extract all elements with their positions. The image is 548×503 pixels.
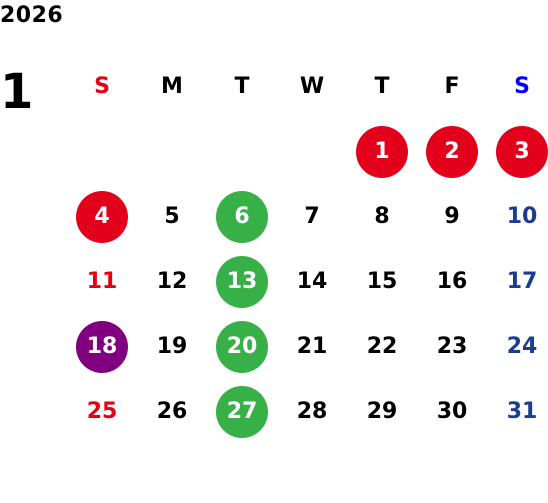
day-cell-5[interactable]: 5 (137, 184, 207, 249)
day-cell-8[interactable]: 8 (347, 184, 417, 249)
day-cell-16[interactable]: 16 (417, 249, 487, 314)
day-cell-27[interactable]: 27 (207, 379, 277, 444)
weekday-header-wednesday: W (299, 74, 325, 99)
weekday-header-friday: F (444, 74, 460, 99)
day-number: 10 (506, 204, 538, 229)
day-cell-2[interactable]: 2 (417, 119, 487, 184)
day-number: 26 (156, 399, 188, 424)
day-cell-30[interactable]: 30 (417, 379, 487, 444)
day-cell-29[interactable]: 29 (347, 379, 417, 444)
day-number: 12 (156, 269, 188, 294)
day-number: 19 (156, 334, 188, 359)
day-cell-25[interactable]: 25 (67, 379, 137, 444)
day-number: 14 (296, 269, 328, 294)
day-cell-20[interactable]: 20 (207, 314, 277, 379)
weekday-header-thursday: T (374, 74, 390, 99)
day-cell-23[interactable]: 23 (417, 314, 487, 379)
day-number: 20 (226, 334, 258, 359)
day-cell-31[interactable]: 31 (487, 379, 548, 444)
day-cell-14[interactable]: 14 (277, 249, 347, 314)
day-number: 27 (226, 399, 258, 424)
day-number: 28 (296, 399, 328, 424)
day-number: 16 (436, 269, 468, 294)
day-number: 11 (86, 269, 118, 294)
day-number: 31 (506, 399, 538, 424)
day-number: 8 (374, 204, 390, 229)
day-cell-10[interactable]: 10 (487, 184, 548, 249)
day-number: 1 (374, 139, 390, 164)
day-number: 15 (366, 269, 398, 294)
weekday-header-sunday: S (94, 74, 110, 99)
day-number: 17 (506, 269, 538, 294)
day-cell-19[interactable]: 19 (137, 314, 207, 379)
day-cell-24[interactable]: 24 (487, 314, 548, 379)
day-cell-17[interactable]: 17 (487, 249, 548, 314)
day-cell-1[interactable]: 1 (347, 119, 417, 184)
day-number: 29 (366, 399, 398, 424)
day-number: 13 (226, 269, 258, 294)
day-number: 25 (86, 399, 118, 424)
day-cell-18[interactable]: 18 (67, 314, 137, 379)
day-number: 4 (94, 204, 110, 229)
day-number: 6 (234, 204, 250, 229)
day-number: 30 (436, 399, 468, 424)
day-number: 7 (304, 204, 320, 229)
day-cell-28[interactable]: 28 (277, 379, 347, 444)
day-cell-13[interactable]: 13 (207, 249, 277, 314)
day-cell-3[interactable]: 3 (487, 119, 548, 184)
day-cell-21[interactable]: 21 (277, 314, 347, 379)
day-cell-7[interactable]: 7 (277, 184, 347, 249)
day-cell-6[interactable]: 6 (207, 184, 277, 249)
year-label: 2026 (0, 3, 64, 28)
weekday-header-tuesday: T (234, 74, 250, 99)
day-cell-11[interactable]: 11 (67, 249, 137, 314)
day-number: 5 (164, 204, 180, 229)
weekday-header-saturday: S (514, 74, 530, 99)
day-cell-12[interactable]: 12 (137, 249, 207, 314)
weekday-header-monday: M (161, 74, 183, 99)
day-cell-26[interactable]: 26 (137, 379, 207, 444)
day-number: 21 (296, 334, 328, 359)
day-number: 24 (506, 334, 538, 359)
day-number: 22 (366, 334, 398, 359)
day-cell-9[interactable]: 9 (417, 184, 487, 249)
day-number: 9 (444, 204, 460, 229)
day-number: 18 (86, 334, 118, 359)
day-cell-4[interactable]: 4 (67, 184, 137, 249)
day-number: 23 (436, 334, 468, 359)
day-number: 3 (514, 139, 530, 164)
day-cell-22[interactable]: 22 (347, 314, 417, 379)
day-number: 2 (444, 139, 460, 164)
day-cell-15[interactable]: 15 (347, 249, 417, 314)
month-number: 1 (0, 64, 34, 120)
